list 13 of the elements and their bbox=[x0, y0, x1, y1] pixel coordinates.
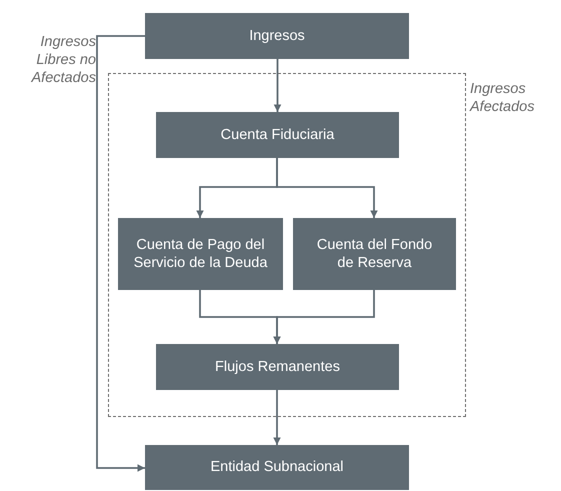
process-box: Ingresos bbox=[145, 13, 409, 59]
process-box: Flujos Remanentes bbox=[156, 344, 399, 390]
arrow bbox=[273, 390, 281, 445]
process-box: Entidad Subnacional bbox=[145, 445, 409, 490]
arrow bbox=[96, 35, 145, 472]
edge-label: Ingresos Libres no Afectados bbox=[30, 33, 97, 88]
arrow bbox=[276, 158, 378, 218]
process-box: Cuenta Fiduciaria bbox=[156, 112, 399, 158]
arrow bbox=[273, 290, 375, 344]
process-box: Cuenta de Pago del Servicio de la Deuda bbox=[118, 218, 283, 290]
group-label: Ingresos Afectados bbox=[470, 80, 536, 116]
arrow bbox=[274, 59, 282, 112]
process-box: Cuenta del Fondo de Reserva bbox=[293, 218, 456, 290]
